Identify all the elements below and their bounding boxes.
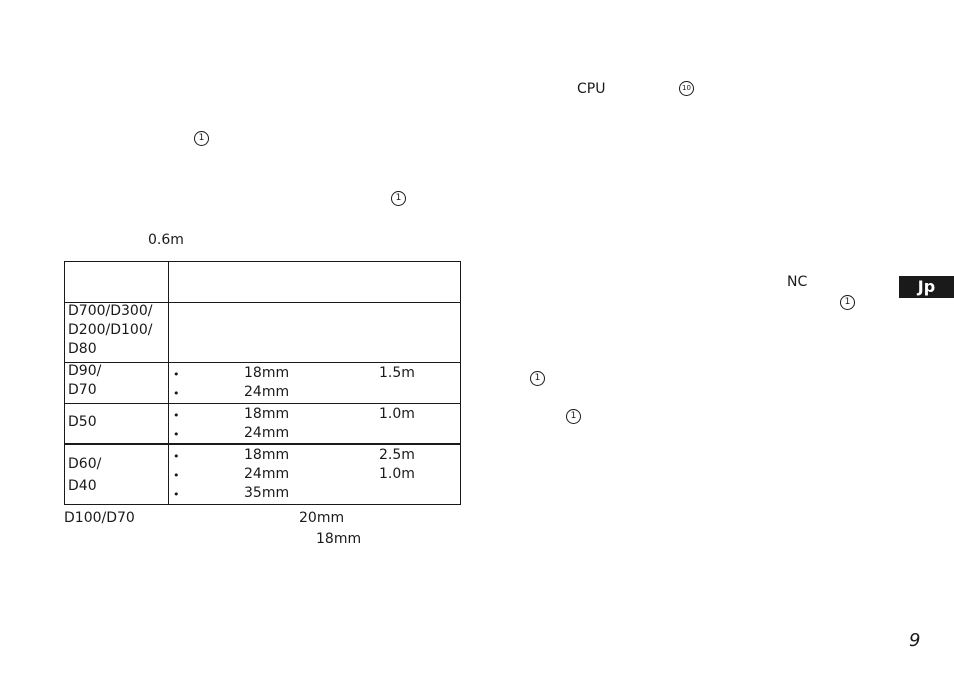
footnote-model: D100/D70 <box>64 510 135 526</box>
table-row-divider <box>64 302 461 303</box>
page-number: 9 <box>909 630 921 651</box>
circled-number-1: 1 <box>566 409 581 424</box>
table-border-top <box>64 261 461 262</box>
circled-number-1: 1 <box>840 295 855 310</box>
circled-number-1: 1 <box>530 371 545 386</box>
table-row-divider <box>64 403 461 404</box>
focal-length: 35mm <box>244 485 290 501</box>
table-row-divider-thick <box>64 443 461 445</box>
focal-length: 24mm <box>244 384 290 400</box>
table-cell-camera: D90/ D70 <box>68 363 102 398</box>
table-cell-camera: D60/ D40 <box>68 456 102 494</box>
table-cell-camera: D50 <box>68 414 97 430</box>
list-bullet: • <box>173 469 180 482</box>
circled-number-10: 10 <box>679 81 694 96</box>
min-distance: 2.5m <box>379 447 415 463</box>
list-bullet: • <box>173 368 180 381</box>
focal-length: 18mm <box>244 447 290 463</box>
nc-label: NC <box>787 274 808 290</box>
table-cell-camera: D700/D300/ D200/D100/ D80 <box>68 303 153 357</box>
list-bullet: • <box>173 428 180 441</box>
table-row-divider <box>64 362 461 363</box>
focal-length: 24mm <box>244 466 290 482</box>
footnote-focal: 20mm <box>299 510 345 526</box>
circled-number-1: 1 <box>391 191 406 206</box>
table-border-left <box>64 261 65 505</box>
distance-note: 0.6m <box>148 232 184 248</box>
list-bullet: • <box>173 488 180 501</box>
table-border-right <box>460 261 461 505</box>
min-distance: 1.0m <box>379 466 415 482</box>
focal-length: 24mm <box>244 425 290 441</box>
focal-length: 18mm <box>244 365 290 381</box>
language-tab: Jp <box>899 276 954 298</box>
table-border-bottom <box>64 504 461 505</box>
list-bullet: • <box>173 387 180 400</box>
focal-length: 18mm <box>244 406 290 422</box>
footnote-focal: 18mm <box>316 531 362 547</box>
list-bullet: • <box>173 409 180 422</box>
list-bullet: • <box>173 450 180 463</box>
min-distance: 1.5m <box>379 365 415 381</box>
min-distance: 1.0m <box>379 406 415 422</box>
circled-number-1: 1 <box>194 131 209 146</box>
table-column-divider <box>168 261 169 505</box>
cpu-label: CPU <box>577 81 606 97</box>
